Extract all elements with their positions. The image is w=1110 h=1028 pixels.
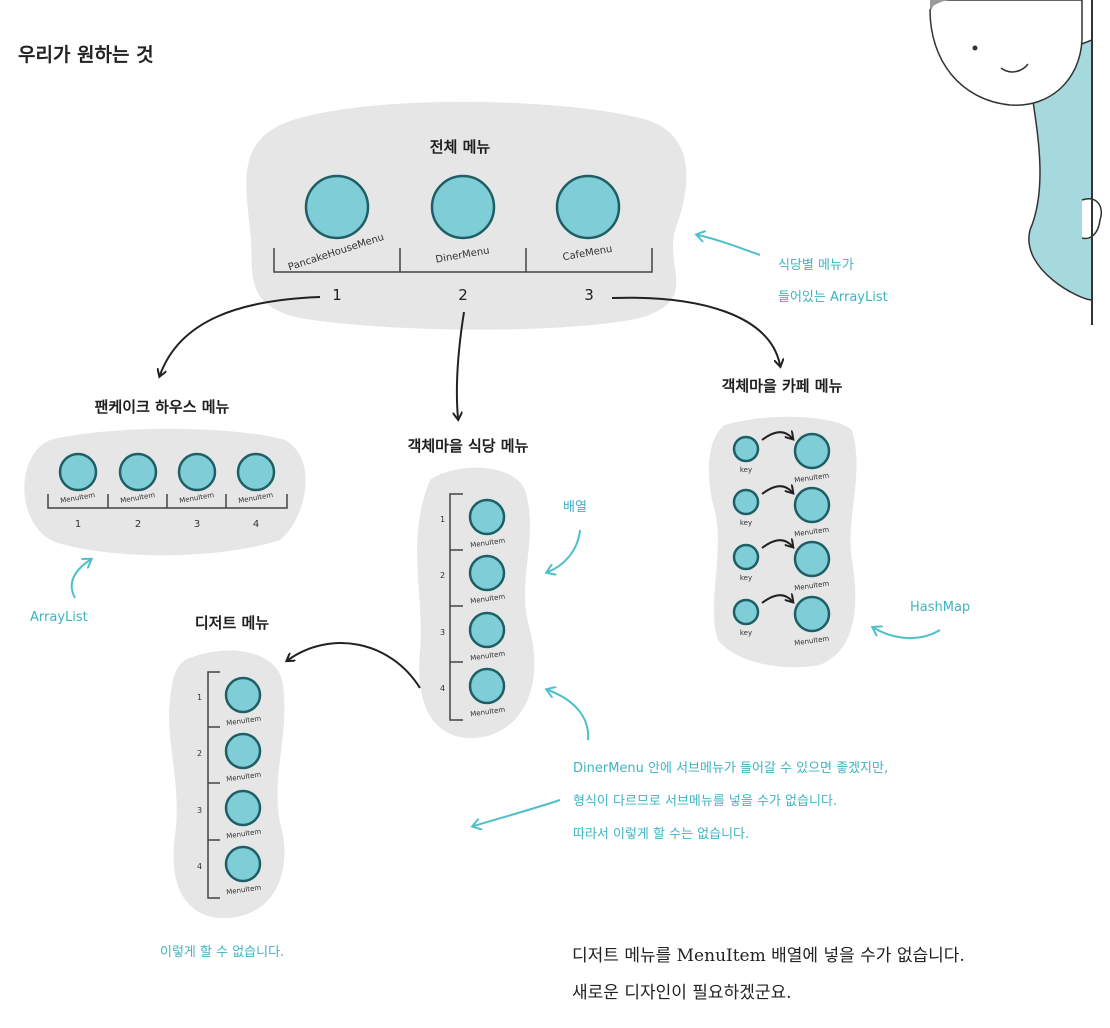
note-array: 배열: [563, 500, 587, 515]
note-arraylist-menus-1: 식당별 메뉴가: [778, 258, 854, 273]
cafe-bubble: [708, 416, 857, 668]
arrow-to-cafe: [611, 296, 780, 365]
pancake-menu-circle: [304, 174, 370, 240]
cafe-key-label-3: key: [740, 574, 752, 582]
cafe-menu-circle: [555, 174, 621, 240]
cafe-key-label-1: key: [740, 466, 752, 474]
dessert-group: 디저트 메뉴 MenuItem MenuItem MenuItem MenuIt…: [169, 614, 285, 919]
cafe-key-1: [732, 435, 760, 463]
diner-index-2: 2: [440, 571, 445, 580]
page-title: 우리가 원하는 것: [18, 44, 154, 66]
diner-item-1: [468, 498, 506, 536]
note-submenu-2: 형식이 다르므로 서브메뉴를 넣을 수가 없습니다.: [573, 794, 837, 809]
pancake-index-4: 4: [253, 519, 259, 530]
arrow-submenu-up: [548, 690, 590, 741]
character-illustration: [929, 0, 1102, 325]
bottom-caption: 디저트 메뉴를 MenuItem 배열에 넣을 수가 없습니다. 새로운 디자인…: [572, 938, 965, 1012]
all-menu-group: 전체 메뉴 PancakeHouseMenu DinerMenu CafeMen…: [246, 101, 687, 330]
diner-index-1: 1: [440, 515, 445, 524]
diner-menu-circle: [430, 174, 496, 240]
pancake-bubble: [24, 428, 306, 556]
note-submenu-1: DinerMenu 안에 서브메뉴가 들어갈 수 있으면 좋겠지만,: [573, 761, 888, 776]
cafe-key-3: [732, 543, 760, 571]
cafe-item-1: [793, 432, 831, 470]
pancake-index-2: 2: [135, 519, 141, 530]
all-menu-index-1: 1: [332, 286, 342, 304]
diner-index-3: 3: [440, 628, 445, 637]
cafe-key-2: [732, 488, 760, 516]
dessert-index-2: 2: [197, 749, 202, 758]
pancake-item-2: [118, 452, 158, 492]
cafe-label: 객체마을 카페 메뉴: [722, 377, 843, 395]
cafe-arrow-1: [761, 432, 792, 440]
cafe-key-4: [732, 598, 760, 626]
pancake-frame: [47, 494, 288, 509]
all-menu-frame: [273, 248, 653, 273]
cafe-row-3: key MenuItem: [732, 540, 831, 592]
cafe-key-label-2: key: [740, 519, 752, 527]
pancake-index-3: 3: [194, 519, 200, 530]
cafe-key-label-4: key: [740, 629, 752, 637]
dessert-item-4: [224, 845, 262, 883]
arrow-to-dessert: [288, 642, 421, 689]
note-hashmap: HashMap: [910, 600, 970, 615]
cafe-arrow-2: [761, 486, 792, 494]
cafe-row-2: key MenuItem: [732, 486, 831, 538]
note-arraylist-menus-2: 들어있는 ArrayList: [778, 290, 888, 305]
note-arraylist: ArrayList: [30, 610, 88, 625]
cafe-item-4: [793, 595, 831, 633]
bottom-caption-line-1: 디저트 메뉴를 MenuItem 배열에 넣을 수가 없습니다.: [572, 946, 965, 966]
note-submenu-3: 따라서 이렇게 할 수는 없습니다.: [573, 827, 749, 842]
arrow-hashmap: [874, 628, 941, 640]
arrow-submenu-left: [474, 799, 561, 826]
all-menu-index-2: 2: [458, 286, 468, 304]
arrow-array: [548, 529, 581, 572]
arrow-to-pancake: [160, 296, 321, 375]
dessert-label: 디저트 메뉴: [195, 614, 269, 632]
note-cannot: 이렇게 할 수 없습니다.: [160, 945, 284, 960]
pancake-item-3: [177, 452, 217, 492]
arrow-arraylist-menus: [698, 235, 761, 256]
character-face: [929, 0, 1083, 106]
diner-item-4: [468, 667, 506, 705]
character-eye: [972, 45, 978, 51]
diner-bubble: [417, 467, 535, 739]
dessert-frame: [207, 671, 220, 899]
diner-item-2: [468, 554, 506, 592]
arrow-to-diner: [457, 311, 465, 418]
dessert-index-4: 4: [197, 862, 202, 871]
pancake-item-1: [58, 452, 98, 492]
pancake-index-1: 1: [75, 519, 81, 530]
pancake-label: 팬케이크 하우스 메뉴: [95, 398, 230, 416]
diner-frame: [449, 493, 463, 721]
all-menu-index-3: 3: [584, 286, 594, 304]
diner-group: 객체마을 식당 메뉴 MenuItem MenuItem MenuItem Me…: [408, 437, 535, 739]
cafe-arrow-4: [761, 595, 792, 603]
cafe-arrow-3: [761, 540, 792, 548]
pancake-group: 팬케이크 하우스 메뉴 MenuItem MenuItem MenuItem M…: [24, 398, 306, 556]
cafe-item-2: [793, 486, 831, 524]
bottom-caption-line-2: 새로운 디자인이 필요하겠군요.: [572, 983, 792, 1003]
all-menu-label: 전체 메뉴: [430, 138, 491, 156]
diner-index-4: 4: [440, 684, 445, 693]
cafe-row-1: key MenuItem: [732, 432, 831, 484]
diner-label: 객체마을 식당 메뉴: [408, 437, 529, 455]
pancake-item-4: [236, 452, 276, 492]
cafe-group: 객체마을 카페 메뉴 key MenuItem key MenuItem key…: [708, 377, 857, 668]
arrow-arraylist: [70, 560, 90, 599]
diner-item-3: [468, 611, 506, 649]
dessert-item-3: [224, 789, 262, 827]
character-hair: [930, 0, 1000, 10]
dessert-item-1: [224, 676, 262, 714]
character-mouth: [1000, 63, 1029, 73]
dessert-index-3: 3: [197, 806, 202, 815]
cafe-item-3: [793, 540, 831, 578]
cafe-row-4: key MenuItem: [732, 595, 831, 647]
dessert-item-2: [224, 732, 262, 770]
dessert-index-1: 1: [197, 693, 202, 702]
